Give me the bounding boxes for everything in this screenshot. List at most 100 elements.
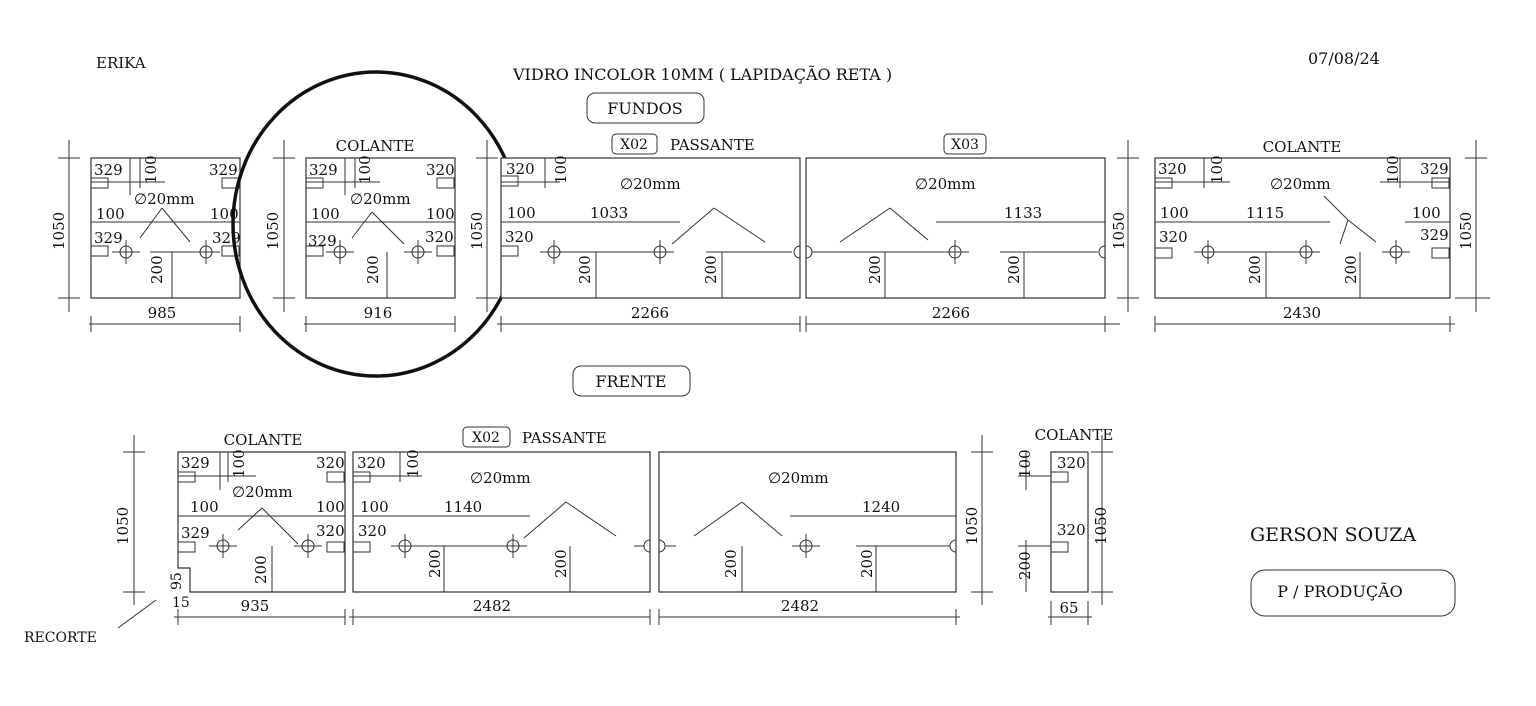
dim-width: 2430 [1283, 304, 1321, 322]
frente-section-label: FRENTE [572, 365, 691, 397]
dim-height: 1050 [1457, 212, 1475, 250]
dim-200: 200 [148, 255, 166, 284]
dim-200-a: 200 [576, 255, 594, 284]
recorte-label: RECORTE [24, 630, 97, 646]
dim-320-br: 320 [425, 228, 454, 246]
drawing-date: 07/08/24 [1308, 49, 1380, 68]
dim-width: 916 [364, 304, 393, 322]
panel-top-2266-left: X02 PASSANTE 1050 2266 320 100 ∅20mm 100… [468, 133, 801, 332]
panel-bottom-65: COLANTE 1050 65 320 320 100 200 [1016, 426, 1113, 625]
hole-label: ∅20mm [232, 483, 293, 501]
dim-width: 2482 [781, 597, 819, 615]
panel-top-916: COLANTE 1050 916 329 100 320 ∅20mm 100 1… [264, 137, 456, 332]
dim-1140: 1140 [444, 498, 482, 516]
author-name: GERSON SOUZA [1250, 524, 1416, 546]
dim-200: 200 [364, 255, 382, 284]
dim-height: 1050 [50, 212, 68, 250]
colante-label: COLANTE [336, 137, 415, 155]
colante-label: COLANTE [1035, 426, 1114, 444]
dim-100-vl: 100 [1208, 155, 1226, 184]
colante-label: COLANTE [224, 431, 303, 449]
dim-width: 65 [1059, 599, 1078, 617]
hole-label: ∅20mm [915, 175, 976, 193]
dim-height: 1050 [963, 507, 981, 545]
x02-label: X02 [620, 137, 648, 153]
dim-320-b: 320 [358, 522, 387, 540]
dim-200-b: 200 [702, 255, 720, 284]
x02-tag: X02 [462, 426, 511, 448]
hole-label: ∅20mm [470, 469, 531, 487]
dim-320-b: 320 [1057, 521, 1086, 539]
dim-329-bl: 329 [308, 232, 337, 250]
production-label: P / PRODUÇÃO [1277, 581, 1402, 601]
dim-329-tl: 329 [94, 161, 123, 179]
x03-tag: X03 [943, 133, 987, 155]
dim-width: 2266 [631, 304, 669, 322]
dim-width: 2266 [932, 304, 970, 322]
passante-label: PASSANTE [522, 429, 607, 447]
dim-320-t: 320 [506, 160, 535, 178]
dim-width: 935 [241, 597, 270, 615]
dim-100-l: 100 [311, 205, 340, 223]
dim-1033: 1033 [590, 204, 628, 222]
dim-1240: 1240 [862, 498, 900, 516]
production-stamp: P / PRODUÇÃO [1250, 569, 1456, 617]
hole-label: ∅20mm [134, 190, 195, 208]
hole-label: ∅20mm [620, 175, 681, 193]
dim-320-tr: 320 [316, 454, 345, 472]
dim-200-a: 200 [1246, 255, 1264, 284]
panel-top-2266-right: X03 1050 2266 ∅20mm 1133 200 200 [805, 133, 1139, 332]
client-name: ERIKA [96, 54, 146, 72]
dim-15: 15 [172, 595, 190, 611]
dim-200-b: 200 [1342, 255, 1360, 284]
x02-tag: X02 [611, 133, 658, 155]
panel-top-2430: COLANTE 1050 2430 320 100 ∅20mm 100 329 … [1154, 138, 1490, 332]
dim-height: 1050 [264, 212, 282, 250]
dim-100-l: 100 [1160, 204, 1189, 222]
dim-329-tl: 329 [181, 454, 210, 472]
frente-label: FRENTE [595, 372, 666, 391]
dim-200: 200 [252, 555, 270, 584]
dim-100-v: 100 [230, 449, 248, 478]
dim-100-l: 100 [360, 498, 389, 516]
dim-100-l: 100 [96, 205, 125, 223]
dim-95: 95 [169, 572, 185, 590]
panel-bottom-2482-right: 1050 2482 ∅20mm 1240 200 200 [658, 435, 993, 625]
dim-320-t: 320 [1057, 454, 1086, 472]
hole-label: ∅20mm [1270, 175, 1331, 193]
dim-320-tr: 320 [426, 161, 455, 179]
dim-100-l: 100 [190, 498, 219, 516]
dim-329-tr: 329 [1420, 160, 1449, 178]
dim-200-a: 200 [866, 255, 884, 284]
fundos-label: FUNDOS [607, 99, 683, 118]
dim-width: 985 [148, 304, 177, 322]
dim-100-v: 100 [356, 155, 374, 184]
dim-320-b: 320 [505, 228, 534, 246]
dim-height: 1050 [114, 507, 132, 545]
dim-height: 1050 [1092, 507, 1110, 545]
dim-200-a: 200 [426, 549, 444, 578]
dim-329-bl: 329 [94, 229, 123, 247]
x02-label: X02 [472, 430, 500, 446]
dim-200-b: 200 [858, 549, 876, 578]
dim-height: 1050 [1110, 212, 1128, 250]
dim-100-vr: 100 [1384, 155, 1402, 184]
dim-100-l: 100 [507, 204, 536, 222]
passante-label: PASSANTE [670, 136, 755, 154]
dim-100-r: 100 [1412, 204, 1441, 222]
dim-height: 1050 [468, 212, 486, 250]
dim-329-tr: 329 [209, 161, 238, 179]
dim-100-v: 100 [552, 155, 570, 184]
hole-label: ∅20mm [768, 469, 829, 487]
dim-1133: 1133 [1004, 204, 1042, 222]
dim-329-br: 329 [1420, 226, 1449, 244]
dim-100-r: 100 [316, 498, 345, 516]
panel-bottom-2482-left: X02 PASSANTE 2482 320 100 ∅20mm 100 1140… [349, 426, 651, 625]
dim-320-bl: 320 [1159, 228, 1188, 246]
dim-200-a: 200 [722, 549, 740, 578]
panel-top-985: 1050 985 329 100 329 ∅20mm 100 100 329 3… [50, 140, 241, 332]
dim-320-t: 320 [357, 454, 386, 472]
dim-320-br: 320 [316, 522, 345, 540]
dim-32x-bl: 329 [181, 524, 210, 542]
